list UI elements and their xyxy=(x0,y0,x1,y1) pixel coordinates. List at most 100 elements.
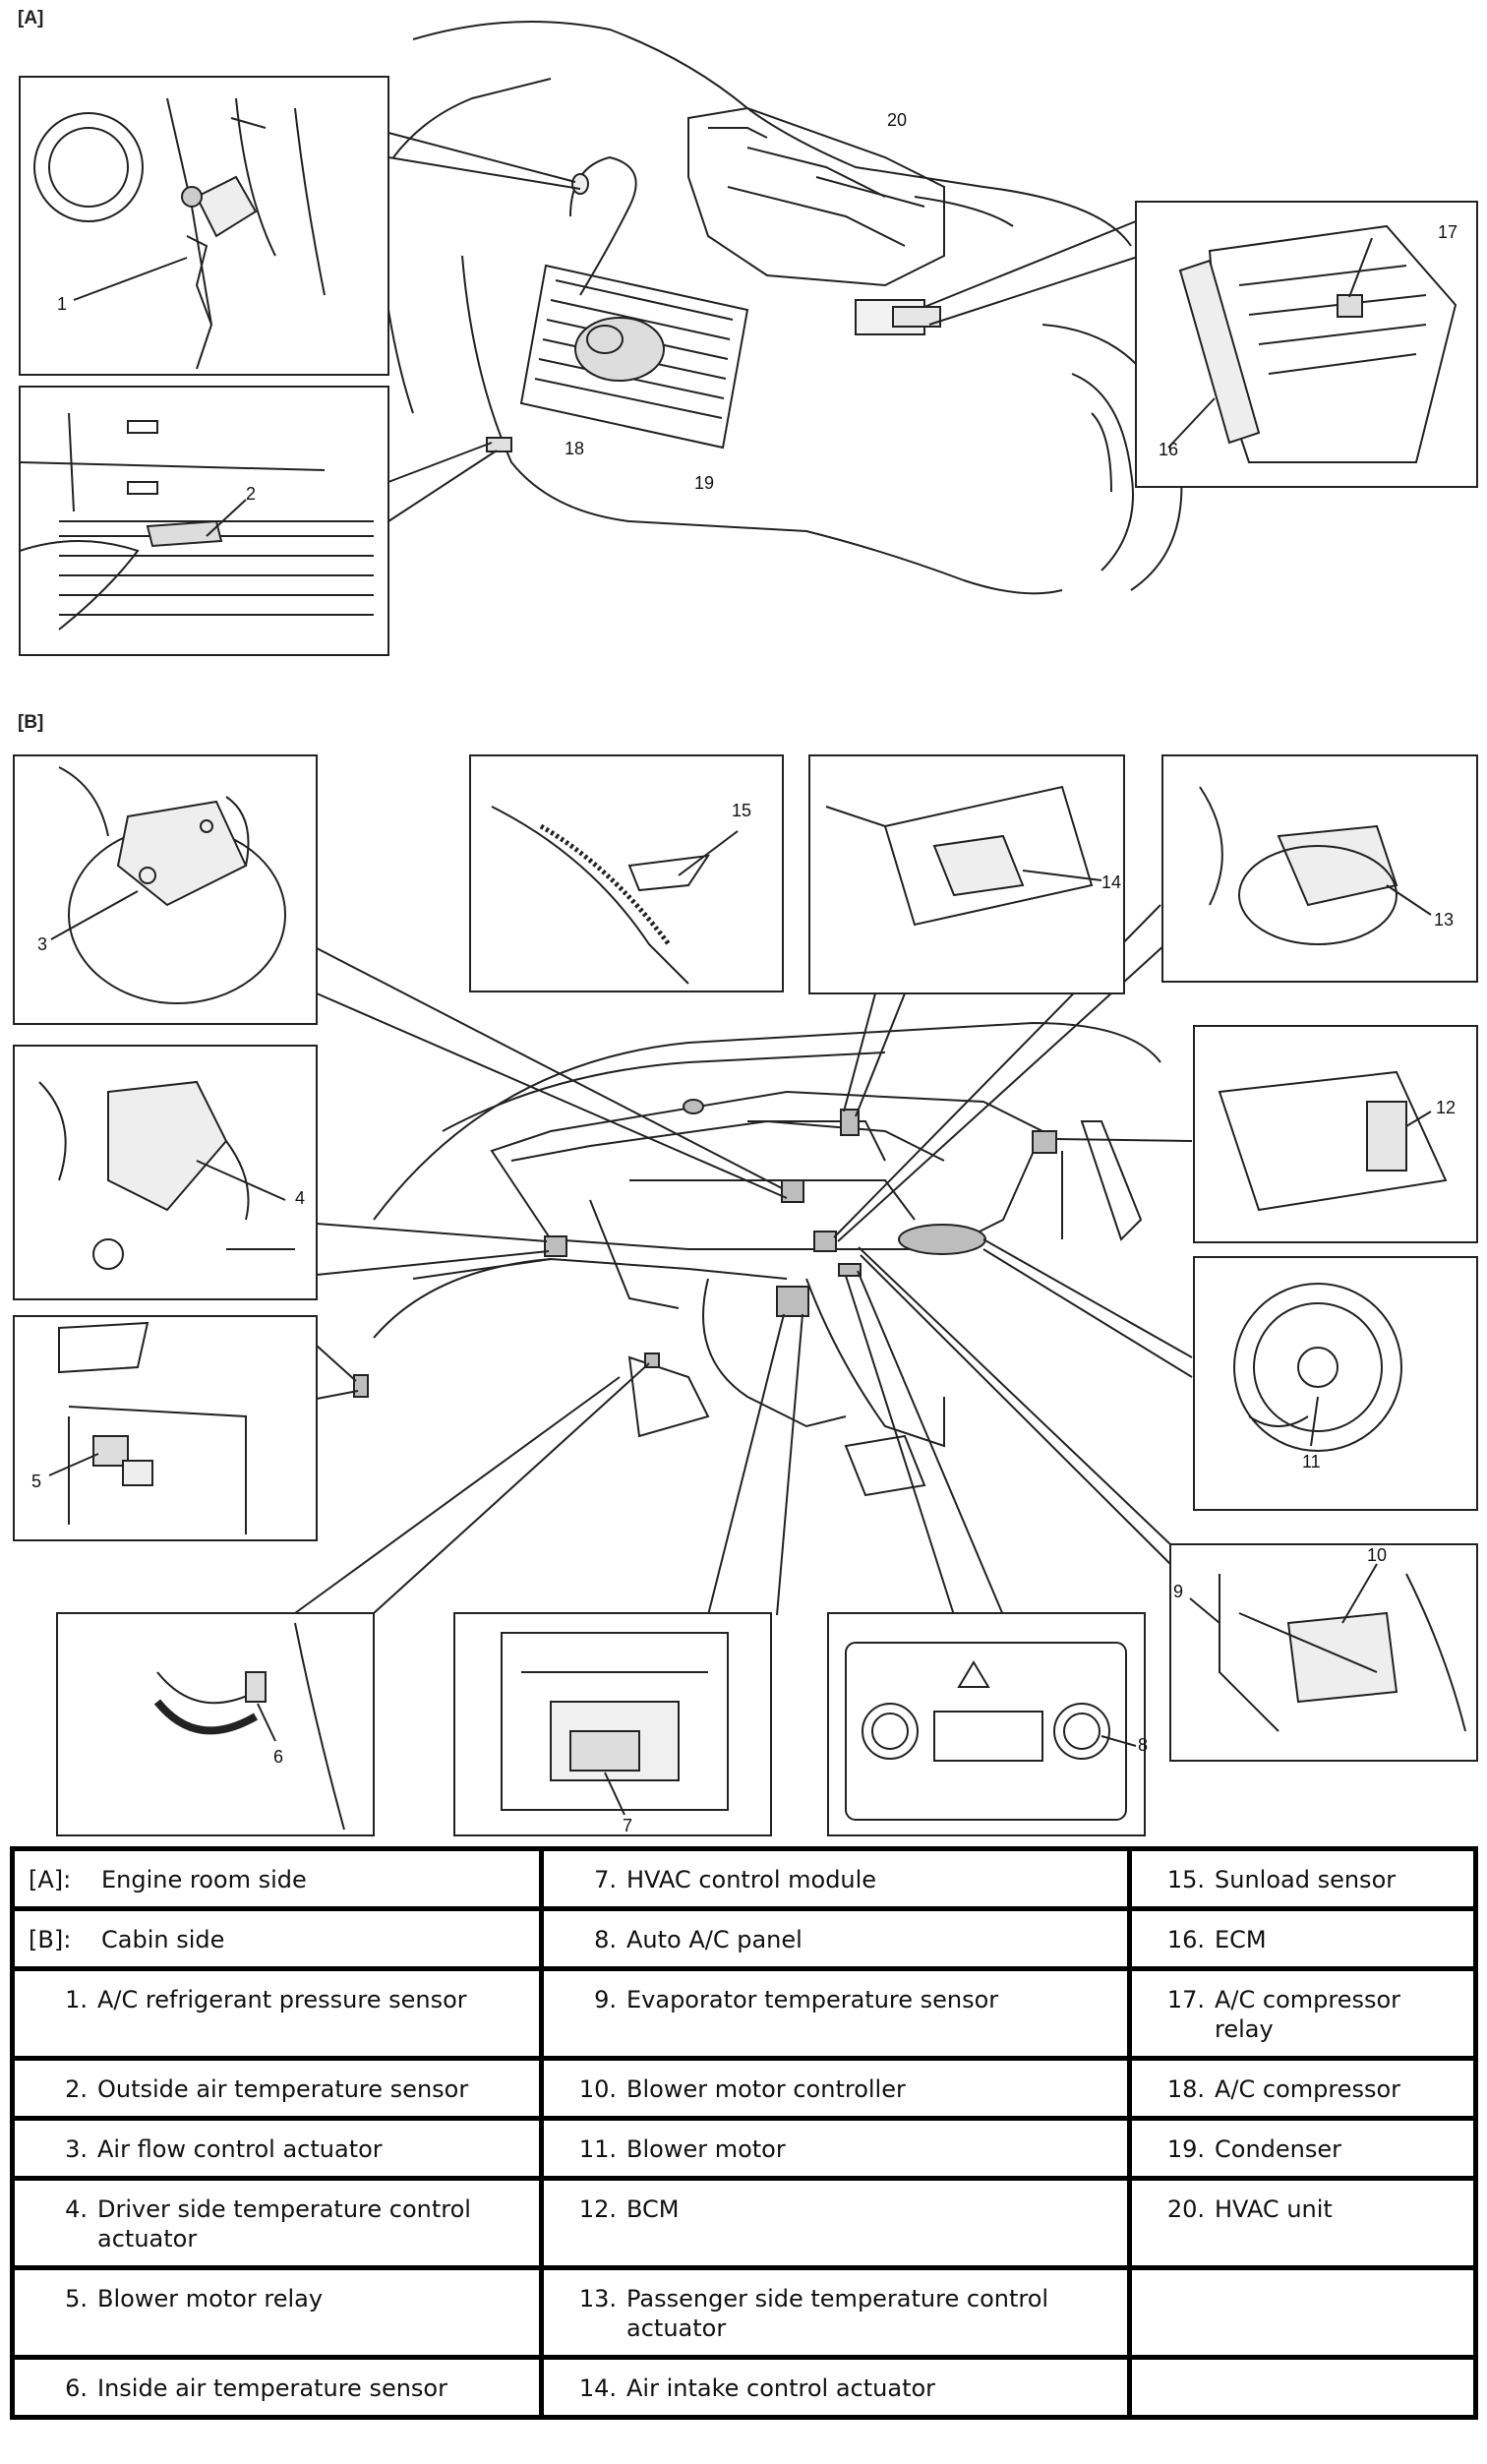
legend-description: Air intake control actuator xyxy=(626,2374,936,2402)
legend-description: ECM xyxy=(1215,1926,1267,1953)
legend-description: Cabin side xyxy=(101,1926,225,1953)
inset-b15-drawing xyxy=(491,806,711,985)
inset-b6-inside-air-sensor xyxy=(56,1612,375,1836)
condenser-illustration xyxy=(519,155,749,450)
section-b-label: [B] xyxy=(18,712,44,733)
inset-a3-ecm-relay xyxy=(1135,201,1478,488)
legend-row: 6. Inside air temperature sensor 14. Air in… xyxy=(10,2355,1478,2420)
inset-b5-drawing xyxy=(58,1321,247,1534)
legend-description: Passenger side temperature control actua… xyxy=(626,2285,1049,2342)
inset-b9-drawing xyxy=(1219,1573,1466,1732)
legend-cell: 17. A/C compressor relay xyxy=(1127,1966,1478,2061)
legend-number: 4. xyxy=(65,2195,88,2223)
hvac-unit-illustration xyxy=(687,106,945,335)
legend-description: Sunload sensor xyxy=(1215,1866,1397,1893)
callout-12: 12 xyxy=(1436,1098,1456,1117)
legend-number: 14. xyxy=(578,2374,617,2402)
callout-4: 4 xyxy=(295,1188,305,1208)
legend-description: Evaporator temperature sensor xyxy=(626,1986,999,2013)
marker-3 xyxy=(781,1179,804,1203)
component-legend-table: [A]: Engine room side 7. HVAC control modul… xyxy=(10,1846,1478,2420)
legend-cell: 11.Blower motor xyxy=(539,2116,1132,2181)
legend-description: HVAC control module xyxy=(626,1866,877,1893)
callout-18: 18 xyxy=(565,439,584,458)
legend-row: 5. Blower motor relay 13. Passenger side te… xyxy=(10,2265,1478,2360)
legend-number: 5. xyxy=(65,2285,88,2313)
dashboard-outline xyxy=(373,1021,1161,1497)
inset-b11-blower-motor xyxy=(1193,1256,1478,1511)
legend-description: Blower motor relay xyxy=(97,2285,324,2313)
callout-6: 6 xyxy=(273,1747,283,1767)
legend-description: A/C refrigerant pressure sensor xyxy=(97,1986,467,2013)
legend-number: 18. xyxy=(1166,2075,1205,2103)
legend-cell: 20. HVAC unit xyxy=(1127,2176,1478,2270)
section-a-label: [A] xyxy=(18,8,44,29)
inset-b13-drawing xyxy=(1199,786,1398,945)
legend-cell: [B]: Cabin side xyxy=(10,1906,544,1971)
legend-number: 9. xyxy=(594,1986,617,2013)
inset-b6-drawing xyxy=(153,1622,345,1831)
inset-b12-drawing xyxy=(1218,1070,1448,1212)
inset-b15-sunload-sensor xyxy=(469,754,784,992)
legend-cell: 7. HVAC control module xyxy=(539,1846,1132,1911)
callout-2: 2 xyxy=(246,484,256,504)
legend-cell: 1. A/C refrigerant pressure sensor xyxy=(10,1966,544,2061)
callout-7: 7 xyxy=(623,1816,632,1835)
inset-b8-drawing xyxy=(845,1642,1127,1821)
legend-description: A/C compressor xyxy=(1215,2075,1401,2103)
legend-cell: 3.Air flow control actuator xyxy=(10,2116,544,2181)
inset-a1-pressure-sensor xyxy=(19,76,389,376)
inset-b12-bcm xyxy=(1193,1025,1478,1243)
inset-a1-drawing xyxy=(33,97,326,370)
legend-cell: [A]: Engine room side xyxy=(10,1846,544,1911)
legend-description: Blower motor controller xyxy=(626,2075,906,2103)
legend-number: 7. xyxy=(594,1866,617,1893)
legend-cell: 19.Condenser xyxy=(1127,2116,1478,2181)
legend-number: 6. xyxy=(65,2374,88,2402)
callout-5: 5 xyxy=(31,1472,41,1491)
legend-cell: 15.Sunload sensor xyxy=(1127,1846,1478,1911)
legend-cell: 12.BCM xyxy=(539,2176,1132,2270)
legend-cell xyxy=(1127,2265,1478,2360)
legend-description: Engine room side xyxy=(101,1866,307,1893)
inset-b3-drawing xyxy=(58,766,286,1004)
callout-11: 11 xyxy=(1302,1452,1321,1472)
legend-description: Inside air temperature sensor xyxy=(97,2374,447,2402)
legend-row: 4.Driver side temperature control actuat… xyxy=(10,2176,1478,2270)
callout-8: 8 xyxy=(1138,1735,1148,1755)
legend-description: Condenser xyxy=(1215,2135,1341,2163)
legend-cell xyxy=(1127,2355,1478,2420)
legend-cell: 13. Passenger side temperature control ac… xyxy=(539,2265,1132,2360)
legend-cell: 6. Inside air temperature sensor xyxy=(10,2355,544,2420)
legend-number: 13. xyxy=(578,2285,617,2313)
marker-7 xyxy=(776,1286,809,1317)
inset-a2-drawing xyxy=(19,412,374,631)
hvac-component-location-diagram: 1 2 3 4 5 6 7 8 9 10 11 12 13 14 15 16 1… xyxy=(13,21,1478,1836)
callout-3: 3 xyxy=(37,934,47,954)
legend-description: BCM xyxy=(626,2195,680,2223)
legend-number: 11. xyxy=(578,2135,617,2163)
legend-number: [B]: xyxy=(29,1926,72,1953)
legend-row: 2.Outside air temperature sensor 10. Blowe… xyxy=(10,2056,1478,2121)
marker-11 xyxy=(898,1224,986,1255)
callout-10: 10 xyxy=(1367,1545,1387,1565)
legend-number: 1. xyxy=(65,1986,88,2013)
legend-number: 17. xyxy=(1166,1986,1205,2013)
marker-4 xyxy=(544,1235,567,1257)
marker-14 xyxy=(840,1109,860,1136)
inset-b7-drawing xyxy=(501,1632,729,1811)
legend-number: 10. xyxy=(578,2075,617,2103)
legend-description: A/C compressor relay xyxy=(1215,1986,1401,2043)
legend-cell: 2.Outside air temperature sensor xyxy=(10,2056,544,2121)
callout-19: 19 xyxy=(694,473,714,493)
inset-b5-blower-relay xyxy=(13,1315,318,1541)
callout-14: 14 xyxy=(1101,872,1121,892)
inset-b4-drawing xyxy=(38,1080,295,1270)
legend-number: [A]: xyxy=(29,1866,72,1893)
marker-13 xyxy=(813,1231,837,1252)
callout-13: 13 xyxy=(1434,910,1454,930)
legend-description: HVAC unit xyxy=(1215,2195,1333,2223)
callout-9: 9 xyxy=(1173,1582,1183,1601)
pressure-sensor-marker xyxy=(571,173,589,195)
legend-number: 20. xyxy=(1166,2195,1205,2223)
